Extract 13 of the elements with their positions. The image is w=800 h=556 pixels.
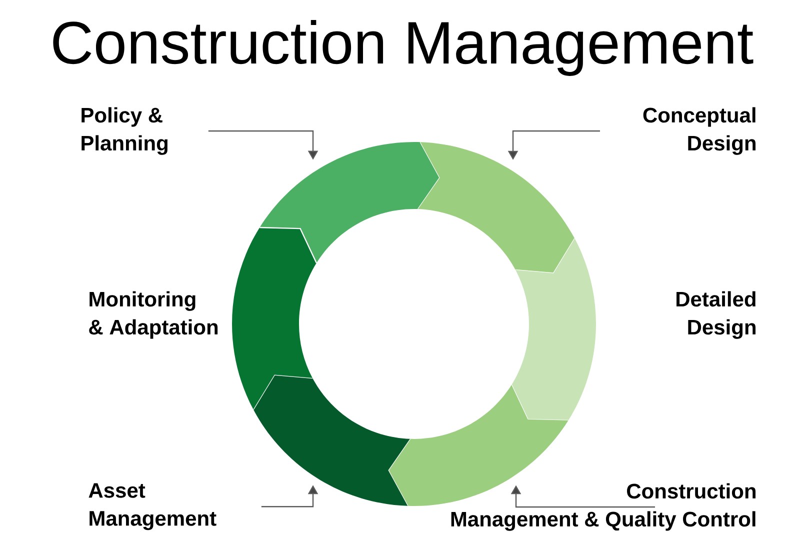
stage-label: Asset Management [88, 483, 216, 530]
ring-segment [260, 142, 440, 264]
ring-segment [232, 226, 318, 410]
title: Construction Management [53, 20, 754, 76]
stage-label: Detailed Design [676, 291, 756, 339]
stage-label: Construction Management & Quality Control [451, 483, 756, 531]
stage-label: Conceptual Design [643, 107, 756, 155]
ring-segment [252, 374, 410, 506]
ring-segment [511, 238, 596, 422]
ring-segment [418, 142, 576, 274]
ring-segment [388, 384, 568, 506]
stage-label: Monitoring & Adaptation [89, 291, 218, 339]
stage-label: Policy & Planning [82, 107, 168, 155]
